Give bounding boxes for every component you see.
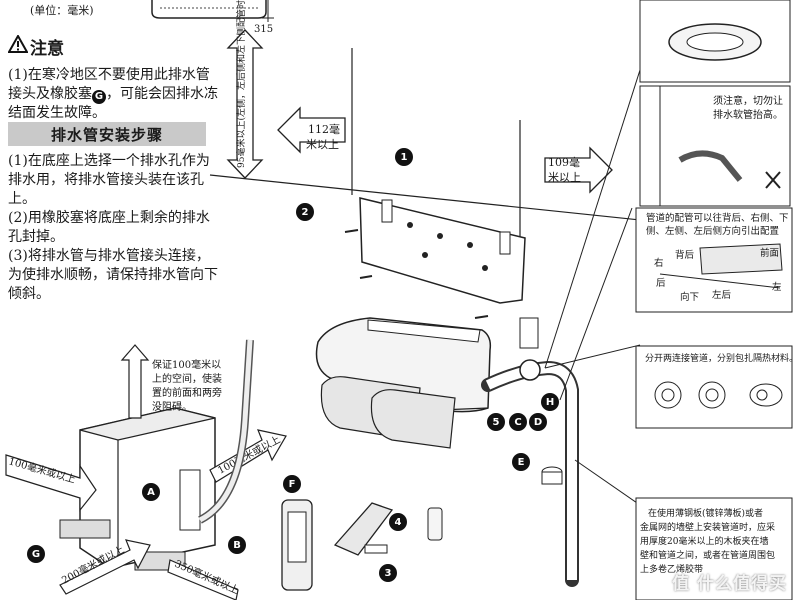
label-back: 背后	[675, 249, 695, 261]
caution-text-main: (1)在寒冷地区不要使用此排水管接头及橡胶塞	[8, 67, 210, 102]
outdoor-space-line4: 没阻碍。	[152, 401, 192, 413]
callout-c: C	[509, 413, 527, 431]
hose-note-line1: 须注意，切勿让	[713, 94, 783, 107]
callout-2: 2	[296, 203, 314, 221]
label-left-rear: 左后	[712, 289, 732, 301]
step-1: (1)在底座上选择一个排水孔作为排水用，将排水管接头装在该孔上。	[8, 153, 210, 207]
outdoor-space-line3: 置的前面和两旁	[152, 386, 222, 399]
detail-box-insulation: 分开两连接管道，分别包扎隔热材料。	[635, 345, 798, 429]
mounting-plate	[344, 197, 526, 319]
callout-1: 1	[395, 148, 413, 166]
callout-g-inline: G	[92, 89, 106, 104]
remote-controller	[333, 502, 443, 556]
outdoor-space-line2: 上的空间，使装	[152, 372, 222, 385]
metal-wall-line1: 在使用薄钢板(镀锌薄板)或者	[648, 507, 763, 519]
callout-g: G	[27, 545, 45, 563]
pipe-assembly	[481, 317, 579, 587]
detail-box-hose: 须注意，切勿让 排水软管抬高。	[639, 85, 791, 207]
callout-h: H	[541, 393, 559, 411]
hose-note-line2: 排水软管抬高。	[713, 108, 783, 121]
metal-wall-line2: 金属网的墙壁上安装管道时，应采	[640, 521, 775, 533]
metal-wall-line5: 上多卷乙烯胶带	[640, 563, 703, 575]
step-3: (3)将排水管与排水管接头连接，为使排水顺畅，请保持排水管向下倾斜。	[8, 248, 218, 302]
piping-title-line2: 侧、左侧、左后侧方向引出配置	[646, 225, 779, 237]
callout-5: 5	[487, 413, 505, 431]
label-left: 左	[772, 281, 782, 293]
outdoor-space-arrow: 保证100毫米以 上的空间，使装 置的前面和两旁 没阻碍。	[120, 344, 222, 419]
caution-text-after: ，可能会因排水冻结面发生故障。	[8, 86, 218, 121]
caution-heading: 注意	[7, 33, 64, 59]
detail-box-grommet	[639, 0, 791, 83]
detail-box-metal-wall: 在使用薄钢板(镀锌薄板)或者 金属网的墙壁上安装管道时，应采 用厚度20毫米以上…	[635, 497, 793, 600]
indoor-unit	[315, 317, 492, 413]
detail-leader-lines	[544, 69, 641, 506]
callout-4: 4	[389, 513, 407, 531]
steps-heading: 排水管安装步骤	[8, 122, 206, 146]
label-down: 向下	[680, 291, 699, 303]
vertical-clearance-note: 95毫米以上(左侧，左后侧和左下侧配管时要有该毫米以上的空间便于施工)	[235, 0, 247, 168]
detail-box-piping: 管道的配管可以往背后、右侧、下 侧、左侧、左后侧方向引出配置 背后 前面 右 后…	[635, 207, 793, 313]
warning-triangle-icon	[7, 33, 29, 58]
step-2: (2)用橡胶塞将底座上剩余的排水孔封掉。	[8, 210, 210, 245]
callout-a: A	[142, 483, 160, 501]
callout-f: F	[283, 475, 301, 493]
clearance-arrow-vertical: 95毫米以上(左侧，左后侧和左下侧配管时要有该毫米以上的空间便于施工)	[226, 0, 264, 179]
callout-b: B	[228, 536, 246, 554]
metal-wall-line4: 壁和管道之间，或者在管道周围包	[640, 549, 775, 561]
label-109-line2: 米以上	[548, 171, 581, 184]
caution-title: 注意	[30, 39, 64, 59]
piping-title-line1: 管道的配管可以往背后、右侧、下	[646, 212, 789, 224]
outdoor-pipe	[198, 339, 254, 524]
outdoor-space-line1: 保证100毫米以	[152, 358, 221, 371]
prohibited-x-icon	[765, 171, 781, 189]
indoor-unit-top-sketch: 315	[151, 0, 274, 35]
label-109-line1: 109毫	[548, 155, 580, 169]
callout-d: D	[529, 413, 547, 431]
watermark: 值 什么值得买	[672, 574, 787, 594]
label-112-line1: 112毫	[308, 122, 340, 136]
wall-lines	[209, 48, 641, 250]
dimension-315: 315	[254, 24, 273, 35]
label-front: 前面	[760, 247, 779, 259]
drain-cup	[541, 466, 563, 485]
callout-3: 3	[379, 564, 397, 582]
insulation-text: 分开两连接管道，分别包扎隔热材料。	[645, 352, 798, 364]
label-rear: 后	[656, 278, 666, 289]
clearance-arrow-109: 109毫 米以上	[544, 146, 613, 194]
clearance-arrow-112: 112毫 米以上	[277, 106, 346, 154]
callout-e: E	[512, 453, 530, 471]
drain-hose-accessory	[281, 499, 313, 591]
label-112-line2: 米以上	[306, 138, 339, 151]
air-filters	[320, 376, 456, 449]
label-right: 右	[654, 257, 664, 269]
unit-label: (单位：毫米)	[30, 4, 94, 17]
metal-wall-line3: 用厚度20毫米以上的木板夹在墙	[640, 535, 768, 547]
